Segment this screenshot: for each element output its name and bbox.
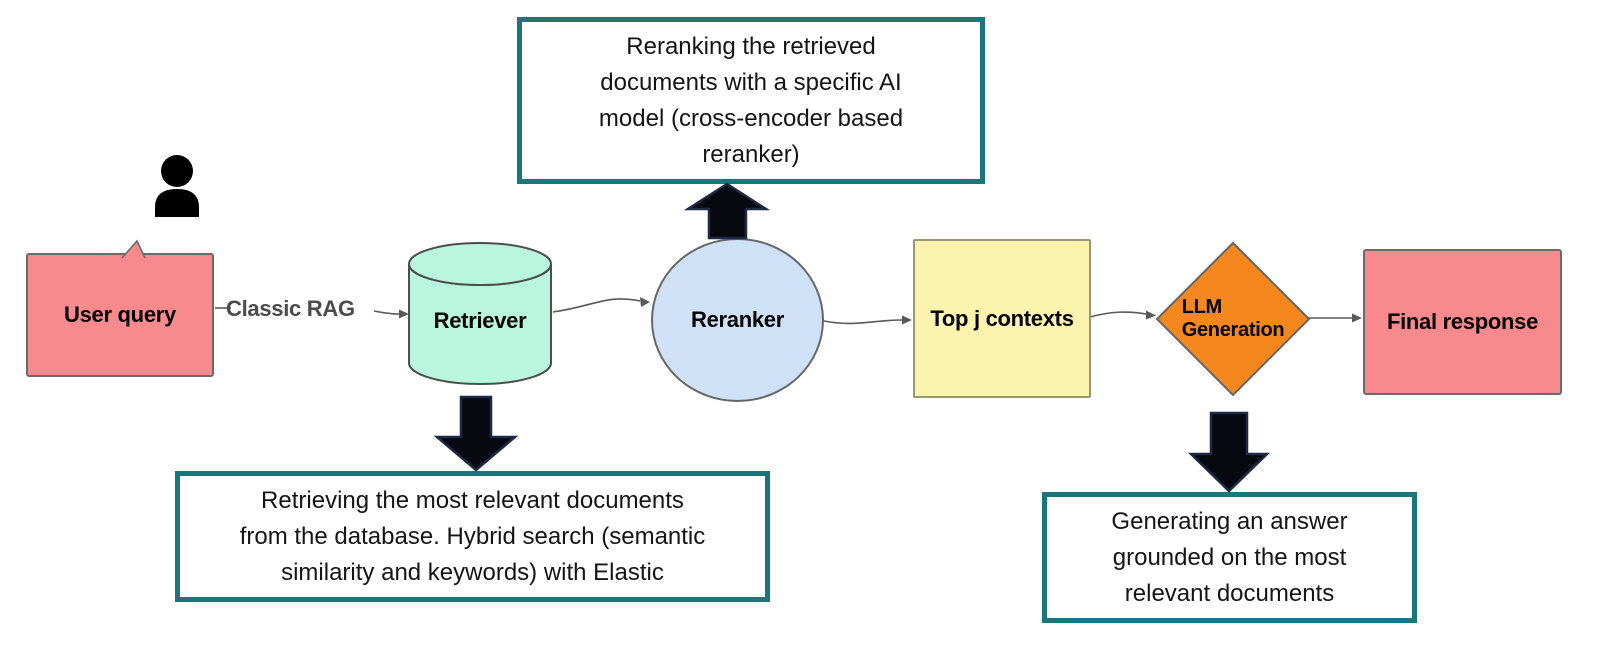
- note-retriever: Retrieving the most relevant documents f…: [175, 471, 770, 602]
- arrowhead-icon: [1352, 313, 1362, 323]
- down-arrow-icon: [1187, 411, 1271, 493]
- node-top-j-contexts: Top j contexts: [913, 239, 1091, 398]
- note-reranker: Reranking the retrieved documents with a…: [517, 17, 985, 184]
- node-reranker: Reranker: [651, 238, 824, 402]
- note-text: Retrieving the most relevant documents f…: [239, 486, 706, 586]
- node-label: Top j contexts: [930, 305, 1074, 331]
- note-llm: Generating an answer grounded on the mos…: [1042, 492, 1417, 623]
- up-arrow-icon: [683, 182, 771, 240]
- node-label: LLM Generation: [1181, 296, 1285, 341]
- arrowhead-icon: [902, 315, 912, 325]
- node-label: Retriever: [433, 307, 527, 333]
- node-llm-generation: LLM Generation: [1154, 240, 1312, 398]
- connector-reranker-contexts: [823, 319, 903, 325]
- user-icon: [155, 155, 199, 217]
- diamond-shape: [1155, 241, 1311, 397]
- node-label: Final response: [1386, 309, 1539, 335]
- cylinder-shape: [408, 242, 552, 385]
- node-final-response: Final response: [1363, 249, 1562, 395]
- node-label: Reranker: [691, 307, 784, 333]
- connector-retriever-reranker: [552, 298, 641, 313]
- node-user-query: User query: [26, 253, 214, 377]
- connector-contexts-llm: [1089, 311, 1147, 318]
- connector-label-retriever: [373, 310, 400, 315]
- note-text: Reranking the retrieved documents with a…: [598, 32, 904, 168]
- node-label: User query: [64, 302, 176, 328]
- note-text: Generating an answer grounded on the mos…: [1111, 507, 1348, 607]
- arrowhead-icon: [640, 297, 650, 307]
- node-retriever: Retriever: [406, 240, 554, 387]
- down-arrow-icon: [433, 395, 519, 472]
- classic-rag-label: Classic RAG: [226, 296, 355, 321]
